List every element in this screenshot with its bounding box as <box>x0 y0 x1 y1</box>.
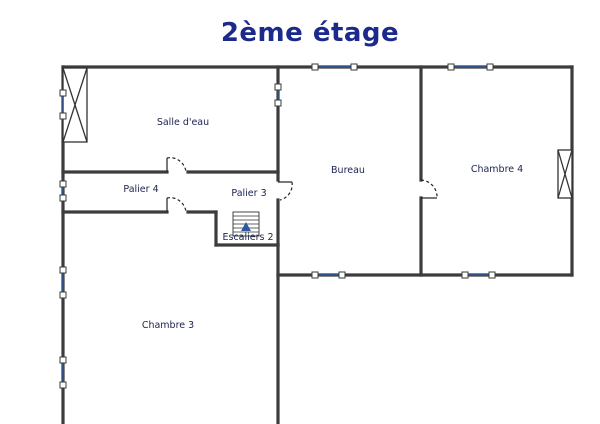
door-salle-deau <box>166 157 187 173</box>
walls <box>61 65 574 424</box>
label-palier-4: Palier 4 <box>123 184 158 195</box>
door-bureau <box>278 181 293 201</box>
window-chambre3-left-upper <box>59 266 67 299</box>
window-chambre3-left-lower <box>59 356 67 389</box>
windows <box>59 63 496 389</box>
floor-title: 2ème étage <box>220 18 400 48</box>
stairs <box>232 211 260 237</box>
label-salle-deau: Salle d'eau <box>157 117 209 128</box>
door-chambre-4 <box>420 179 438 199</box>
window-bureau-bottom <box>311 271 346 279</box>
window-salle-deau-left <box>59 89 67 120</box>
label-chambre-4: Chambre 4 <box>471 164 523 175</box>
door-chambre-3 <box>166 197 187 213</box>
label-chambre-3: Chambre 3 <box>142 320 194 331</box>
window-chambre4-top <box>447 63 494 71</box>
closet-chambre-4 <box>557 149 573 199</box>
stair-arrow-icon <box>241 222 251 231</box>
window-salle-deau-right <box>274 83 282 107</box>
window-chambre4-bottom <box>461 271 496 279</box>
label-escaliers-2: Escaliers 2 <box>222 232 273 243</box>
room-labels: Salle d'eau Bureau Chambre 4 Palier 4 Pa… <box>123 117 523 331</box>
window-bureau-top <box>311 63 358 71</box>
closet-salle-deau <box>62 67 88 143</box>
label-bureau: Bureau <box>331 165 365 176</box>
window-palier4-left <box>59 180 67 202</box>
doors <box>166 157 438 213</box>
label-palier-3: Palier 3 <box>231 188 266 199</box>
